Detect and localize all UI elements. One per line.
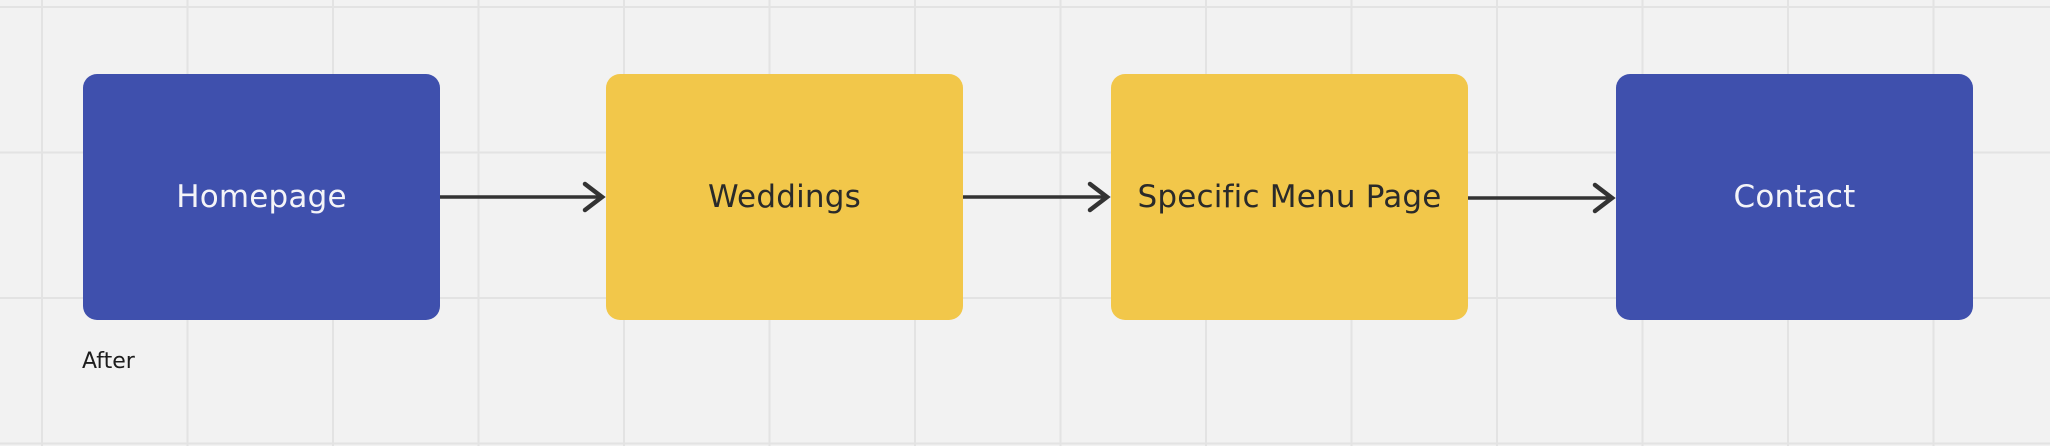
arrow-specific-menu-page-to-contact[interactable] — [1468, 182, 1616, 214]
arrowhead-icon — [1087, 181, 1111, 213]
node-label: Contact — [1733, 179, 1856, 215]
node-specific-menu-page[interactable]: Specific Menu Page — [1111, 74, 1468, 320]
node-label: Homepage — [176, 179, 347, 215]
node-weddings[interactable]: Weddings — [606, 74, 963, 320]
arrowhead-icon — [1592, 182, 1616, 214]
diagram-caption[interactable]: After — [82, 349, 135, 374]
arrowhead-icon — [582, 181, 606, 213]
arrow-homepage-to-weddings[interactable] — [440, 181, 606, 213]
node-contact[interactable]: Contact — [1616, 74, 1973, 320]
arrow-weddings-to-specific-menu-page[interactable] — [963, 181, 1111, 213]
node-label: Specific Menu Page — [1137, 179, 1442, 215]
node-label: Weddings — [708, 179, 861, 215]
node-homepage[interactable]: Homepage — [83, 74, 440, 320]
